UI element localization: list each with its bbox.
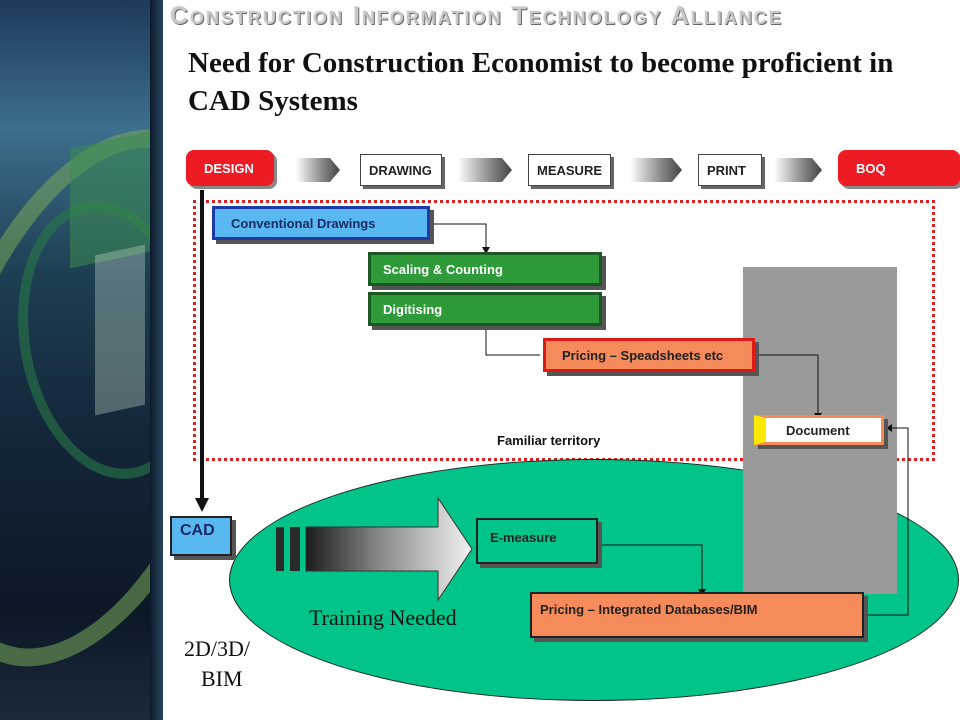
chevron-right-icon — [458, 158, 512, 182]
step-boq: BOQ — [838, 150, 960, 186]
document-box: Document — [754, 415, 884, 445]
decorative-stripe — [150, 0, 163, 720]
digitising-box: Digitising — [368, 292, 602, 326]
cad-box: CAD — [170, 516, 232, 556]
pricing-integrated-box: Pricing – Integrated Databases/BIM — [530, 592, 864, 638]
training-needed-label: Training Needed — [309, 605, 457, 630]
decorative-banner — [0, 0, 163, 720]
familiar-territory-label: Familiar territory — [497, 433, 601, 448]
chevron-right-icon — [630, 158, 682, 182]
formats-label-line2: BIM — [201, 666, 243, 691]
design-to-cad-arrow — [195, 190, 209, 512]
formats-label-line1: 2D/3D/ — [184, 636, 250, 661]
organization-header: Construction Information Technology Alli… — [170, 2, 783, 30]
step-drawing: DRAWING — [360, 154, 442, 186]
conventional-drawings-box: Conventional Drawings — [212, 206, 430, 240]
training-arrow — [276, 496, 473, 602]
connector-lines — [432, 223, 909, 616]
step-print: PRINT — [698, 154, 762, 186]
chevron-right-icon — [774, 158, 822, 182]
step-design: DESIGN — [186, 150, 274, 186]
scaling-counting-box: Scaling & Counting — [368, 252, 602, 286]
slide-title: Need for Construction Economist to becom… — [188, 47, 894, 117]
e-measure-box: E-measure — [476, 518, 598, 564]
chevron-right-icon — [296, 158, 340, 182]
step-measure: MEASURE — [528, 154, 611, 186]
pricing-spreadsheets-box: Pricing – Speadsheets etc — [543, 338, 755, 372]
